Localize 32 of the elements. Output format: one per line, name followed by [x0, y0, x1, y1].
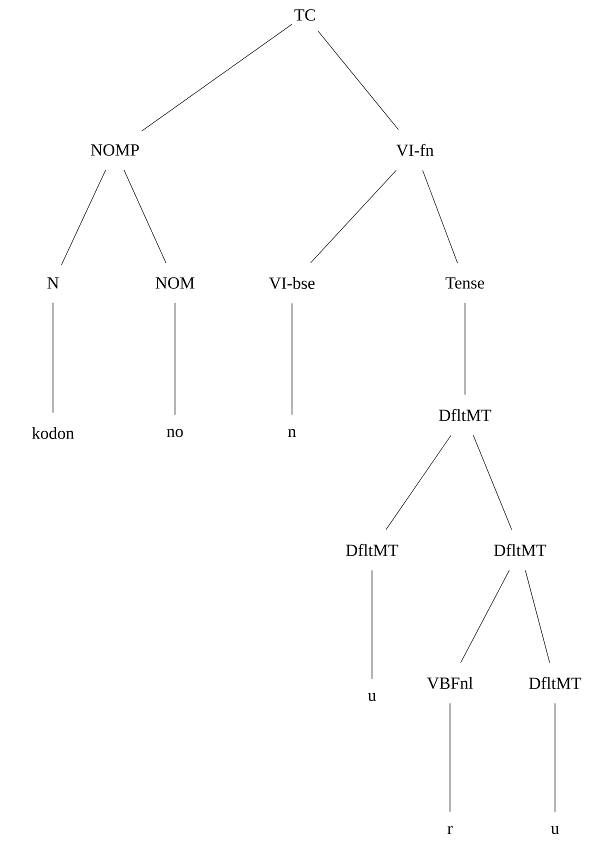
- tree-label: u: [550, 826, 559, 834]
- tree-branch: [318, 30, 399, 130]
- tree-branch: [52, 302, 54, 414]
- tree-branch: [460, 570, 510, 664]
- tree-label: N: [47, 277, 59, 289]
- tree-label: NOMP: [90, 144, 139, 156]
- tree-label: kodon: [32, 427, 74, 439]
- tree-label: DfltMT: [529, 676, 582, 690]
- tree-branch: [141, 24, 292, 132]
- tree-label: r: [448, 826, 453, 834]
- tree-branch: [525, 570, 550, 664]
- tree-label: u: [368, 693, 376, 701]
- tree-branch: [422, 170, 458, 264]
- tree-label: Tense: [446, 277, 484, 289]
- tree-branch: [554, 702, 556, 812]
- tree-label: VI-fn: [396, 144, 434, 156]
- tree-label: DfltMT: [439, 408, 492, 422]
- tree-branch: [386, 434, 452, 530]
- tree-branch: [174, 302, 176, 415]
- tree-branch: [61, 170, 106, 266]
- tree-label: VBFnl: [427, 676, 473, 690]
- tree-label: TC: [294, 9, 315, 21]
- tree-label: DfltMT: [494, 544, 546, 556]
- tree-branch: [310, 170, 397, 264]
- tree-label: no: [166, 428, 183, 438]
- tree-branch: [464, 302, 466, 396]
- tree-branch: [472, 434, 512, 530]
- tree-label: n: [288, 428, 296, 437]
- tree-label: DfltMT: [346, 544, 398, 556]
- tree-label: NOM: [156, 277, 194, 289]
- tree-label: VI-bse: [269, 276, 315, 290]
- tree-branch: [124, 170, 166, 264]
